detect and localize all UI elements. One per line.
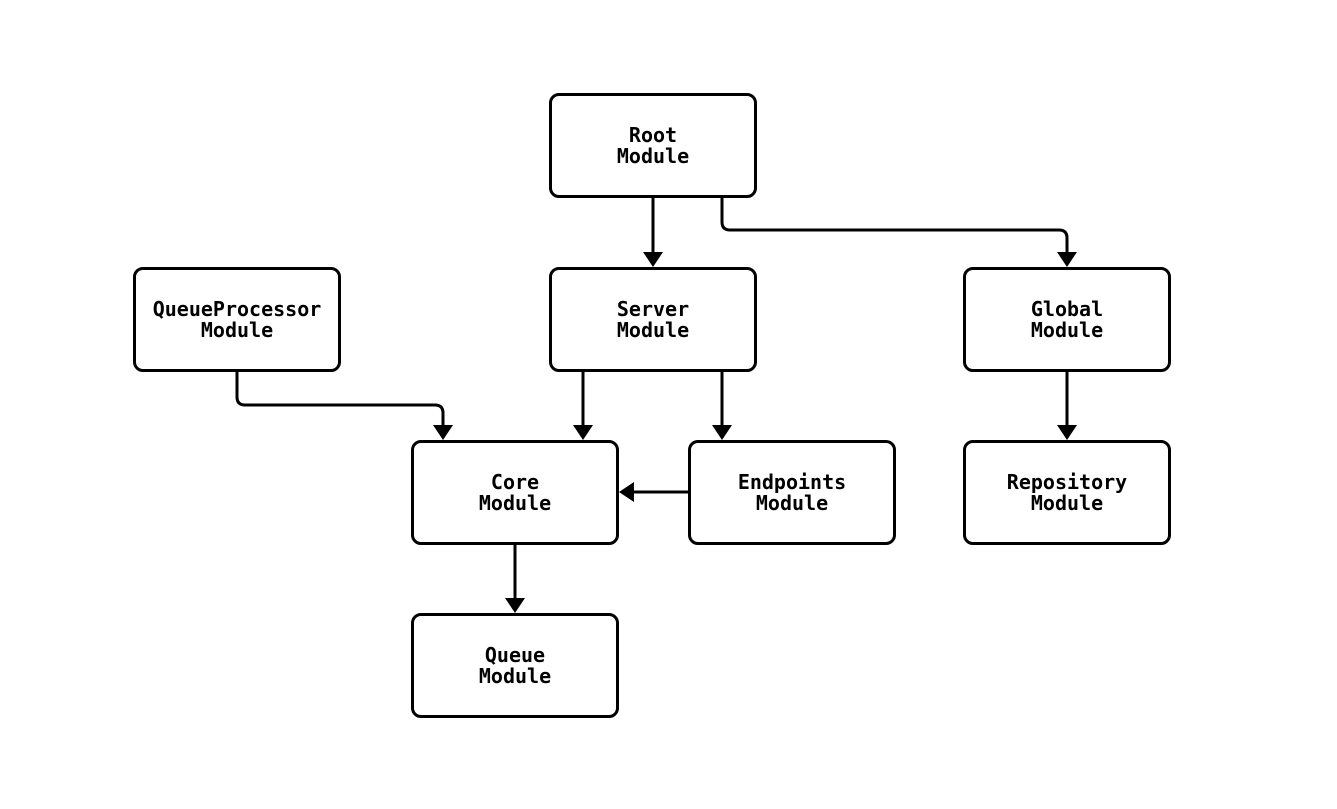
node-queue-label-line1: Queue (484, 642, 546, 667)
node-server-label-line1: Server (616, 296, 690, 321)
node-root-label-line2: Module (616, 143, 690, 168)
edge-root-to-global (720, 198, 1077, 267)
node-queue-label-line2: Module (478, 663, 552, 688)
node-endpoints-module: Endpoints Module (688, 440, 896, 545)
node-root-module: Root Module (549, 93, 757, 198)
node-core-label-line1: Core (490, 469, 540, 494)
node-root-label-line1: Root (628, 122, 678, 147)
node-endpoints-label-line1: Endpoints (737, 469, 847, 494)
node-global-label-line2: Module (1030, 317, 1104, 342)
edge-queueprocessor-to-core (235, 372, 453, 440)
node-queueprocessor-module: QueueProcessor Module (133, 267, 341, 372)
node-queue-module: Queue Module (411, 613, 619, 718)
node-queueprocessor-label-line2: Module (200, 317, 274, 342)
node-endpoints-label-line2: Module (755, 490, 829, 515)
edge-root-to-server (643, 198, 663, 267)
edge-server-to-endpoints (712, 372, 732, 440)
node-server-label-line2: Module (616, 317, 690, 342)
edge-server-to-core (573, 372, 593, 440)
edge-endpoints-to-core (619, 482, 688, 502)
node-repository-label-line1: Repository (1006, 469, 1128, 494)
edge-core-to-queue (505, 545, 525, 613)
node-core-label-line2: Module (478, 490, 552, 515)
node-global-module: Global Module (963, 267, 1171, 372)
node-server-module: Server Module (549, 267, 757, 372)
edge-global-to-repository (1057, 372, 1077, 440)
node-core-module: Core Module (411, 440, 619, 545)
node-repository-label-line2: Module (1030, 490, 1104, 515)
node-global-label-line1: Global (1030, 296, 1104, 321)
node-queueprocessor-label-line1: QueueProcessor (152, 296, 322, 321)
node-repository-module: Repository Module (963, 440, 1171, 545)
